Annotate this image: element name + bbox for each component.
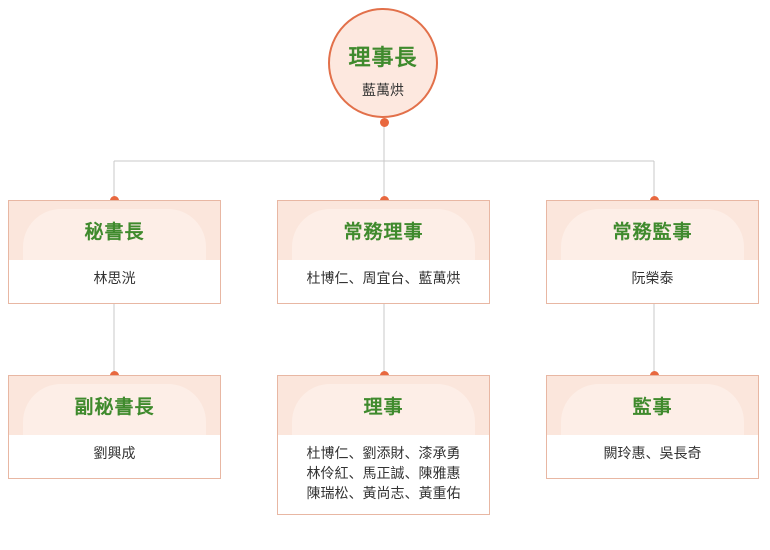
chairman-title: 理事長 <box>348 46 418 71</box>
executive-supervisor-node: 常務監事 阮榮泰 <box>546 200 759 304</box>
node-members: 林思洸 <box>93 271 136 287</box>
node-members: 杜博仁、周宜台、藍萬烘 <box>306 271 461 287</box>
node-members-line: 林伶紅、馬正誠、陳雅惠 <box>306 466 461 482</box>
secretary-general-node: 秘書長 林思洸 <box>8 200 221 304</box>
node-title: 常務理事 <box>343 221 424 243</box>
node-members-line: 陳瑞松、黃尚志、黃重佑 <box>306 486 461 502</box>
connector-dot <box>380 118 389 127</box>
chairman-name: 藍萬烘 <box>362 83 404 99</box>
node-title: 秘書長 <box>84 221 145 243</box>
chairman-node: 理事長 藍萬烘 <box>328 8 438 118</box>
directors-node: 理事 杜博仁、劉添財、漆承勇 林伶紅、馬正誠、陳雅惠 陳瑞松、黃尚志、黃重佑 <box>277 375 490 515</box>
node-title: 監事 <box>632 396 673 418</box>
node-members: 闕玲惠、吳長奇 <box>603 446 702 462</box>
node-title: 理事 <box>363 396 404 418</box>
node-title: 副秘書長 <box>74 396 155 418</box>
deputy-secretary-general-node: 副秘書長 劉興成 <box>8 375 221 479</box>
executive-directors-node: 常務理事 杜博仁、周宜台、藍萬烘 <box>277 200 490 304</box>
node-members: 阮榮泰 <box>631 271 674 287</box>
node-title: 常務監事 <box>612 221 693 243</box>
node-members-line: 杜博仁、劉添財、漆承勇 <box>306 446 461 462</box>
node-members: 劉興成 <box>93 446 136 462</box>
supervisors-node: 監事 闕玲惠、吳長奇 <box>546 375 759 479</box>
